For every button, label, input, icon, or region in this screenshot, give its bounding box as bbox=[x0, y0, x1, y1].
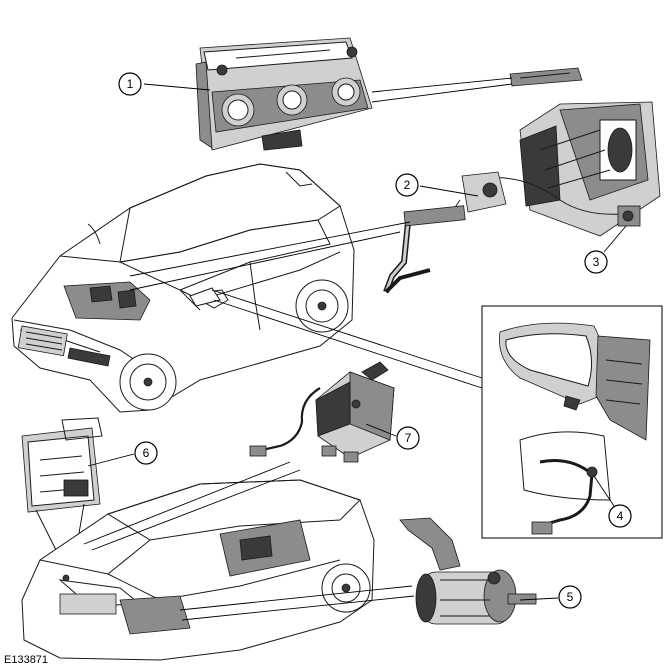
panel-connector bbox=[509, 67, 583, 87]
callout-6: 6 bbox=[87, 441, 158, 467]
callout-1-label: 1 bbox=[127, 77, 134, 91]
figure-id: E133871 bbox=[4, 654, 49, 666]
electronic-module bbox=[249, 361, 395, 463]
climate-control-panel bbox=[195, 37, 373, 151]
callout-2-label: 2 bbox=[404, 178, 411, 192]
callout-3: 3 bbox=[584, 225, 627, 274]
hvac-assembly bbox=[429, 101, 661, 237]
callout-3-label: 3 bbox=[593, 255, 600, 269]
callout-4: 4 bbox=[593, 475, 632, 528]
door-mirror bbox=[499, 322, 651, 535]
control-module-bracket bbox=[21, 417, 103, 513]
vehicle-front-view bbox=[11, 163, 355, 413]
callout-7-label: 7 bbox=[405, 431, 412, 445]
callout-5-label: 5 bbox=[567, 590, 574, 604]
auxiliary-pump bbox=[399, 517, 537, 625]
callout-6-label: 6 bbox=[143, 446, 150, 460]
callout-5: 5 bbox=[519, 585, 582, 609]
callout-7: 7 bbox=[365, 423, 420, 450]
callout-4-label: 4 bbox=[617, 509, 624, 523]
callout-2: 2 bbox=[395, 173, 479, 197]
callout-1: 1 bbox=[118, 72, 211, 96]
vehicle-rear-view bbox=[21, 479, 375, 661]
coolant-hose bbox=[383, 205, 466, 294]
